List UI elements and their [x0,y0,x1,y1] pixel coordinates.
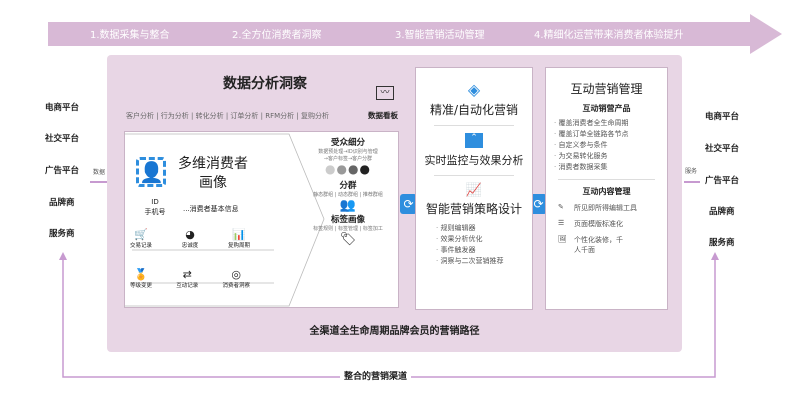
sync-icon-right: ⟳ [530,194,547,214]
target-2: 社交平台 [705,144,740,154]
content-item: 个性化装修，千人千面 [574,236,623,254]
automation-title-1: 精准/自动化营销 [429,103,519,117]
interaction-icon: ⇄互动记录 [176,268,199,289]
profile-title: 多维消费者画像 [178,156,248,191]
layers-icon: ☰ [558,219,565,227]
tag-title: 标签画像 [330,215,365,225]
id-label: ID [151,198,159,206]
product-item: 覆盖订单全链路各节点 [554,129,667,140]
product-item: 为交易转化服务 [554,151,667,162]
product-item: 覆盖消费者全生命周期 [554,118,667,129]
loyalty-icon: ◕忠诚度 [181,228,199,249]
group-desc: 静态群组 | 动态群组 | 推荐群组 [313,192,383,198]
automation-title-3: 智能营销策略设计 [425,202,522,216]
image-icon: 🖼 [558,235,567,243]
target-4: 品牌商 [709,207,735,217]
process-arrow-head [750,14,782,54]
trend-chart-icon: 📈 [465,183,483,198]
sync-icon-left: ⟳ [400,194,417,214]
automation-item: 事件触发器 [436,245,532,256]
chart-icon: 〰 [376,86,394,100]
source-2: 社交平台 [45,134,80,144]
automation-item: 规则编辑器 [436,223,532,234]
phone-label: 手机号 [144,208,166,216]
target-3: 广告平台 [705,176,740,186]
user-scan-icon: 👤 [136,157,166,187]
content-title: 互动内容管理 [582,187,631,196]
interactive-box: 互动营销管理 互动销营产品 覆盖消费者全生命周期 覆盖订单全链路各节点 自定义参… [545,67,668,310]
people-icons: ●●●● [325,162,371,176]
segment-desc-1: 数据预处理→ID识别与管理 [318,149,378,155]
target-5: 服务商 [709,238,735,248]
chevron-divider [124,133,325,307]
tag-icon: 🏷 [339,232,357,247]
tag-desc: 标签规则 | 标签管理 | 标签加工 [313,226,383,232]
repurchase-icon: 📊复购周期 [227,228,250,249]
segment-desc-2: →客户标签→客户分群 [323,156,373,162]
group-icon: 👥 [339,198,357,213]
source-3: 广告平台 [45,166,80,176]
integrated-channel-label: 整合的营销渠道 [340,369,412,382]
target-icon: ◎消费者洞察 [222,268,250,289]
automation-item: 洞察与二次营销推荐 [436,256,532,267]
layers-logo-icon: ◈ [467,80,481,99]
stage-3: 3.智能营销活动管理 [395,30,485,41]
source-4: 品牌商 [49,198,75,208]
input-arrow [90,181,112,183]
group-title: 分群 [339,181,357,191]
analysis-title: 数据分析洞察 [223,76,307,92]
automation-item: 效果分析优化 [436,234,532,245]
automation-title-2: 实时监控与效果分析 [424,154,524,167]
output-label: 服务 [685,168,698,175]
analysis-tabs: 客户分析 | 行为分析 | 转化分析 | 订单分析 | RFM分析 | 复购分析 [126,112,329,120]
transaction-icon: 🛒交易记录 [130,228,153,249]
edit-icon: ✎ [558,203,564,211]
source-1: 电商平台 [45,103,80,113]
automation-box: ◈ 精准/自动化营销 ⌃ 实时监控与效果分析 📈 智能营销策略设计 规则编辑器 … [415,67,533,310]
source-5: 服务商 [49,229,75,239]
dashboard-label[interactable]: 数据看板 [368,111,398,120]
input-label: 数据 [93,169,106,176]
stage-1: 1.数据采集与整合 [90,30,170,41]
output-arrow [684,181,700,183]
product-item: 自定义参与条件 [554,140,667,151]
medal-icon: 🏅等级变更 [130,268,153,289]
target-1: 电商平台 [705,112,740,122]
product-item: 消费者数据采集 [554,162,667,173]
interactive-title: 互动营销管理 [570,82,643,96]
content-item: 页面模版标准化 [574,220,623,228]
marketing-path-label: 全渠道全生命周期品牌会员的营销路径 [309,326,480,337]
profile-box [124,131,399,308]
monitor-icon: ⌃ [465,133,483,148]
basic-info: ...消费者基本信息 [183,205,239,213]
channel-loop-arrow [59,252,719,378]
segment-title: 受众细分 [330,138,365,148]
stage-2: 2.全方位消费者洞察 [232,30,322,41]
process-arrow-band [48,22,753,46]
content-item: 所见即所得编辑工具 [574,204,637,212]
products-title: 互动销营产品 [582,104,631,113]
stage-4: 4.精细化运营带来消费者体验提升 [534,30,684,41]
